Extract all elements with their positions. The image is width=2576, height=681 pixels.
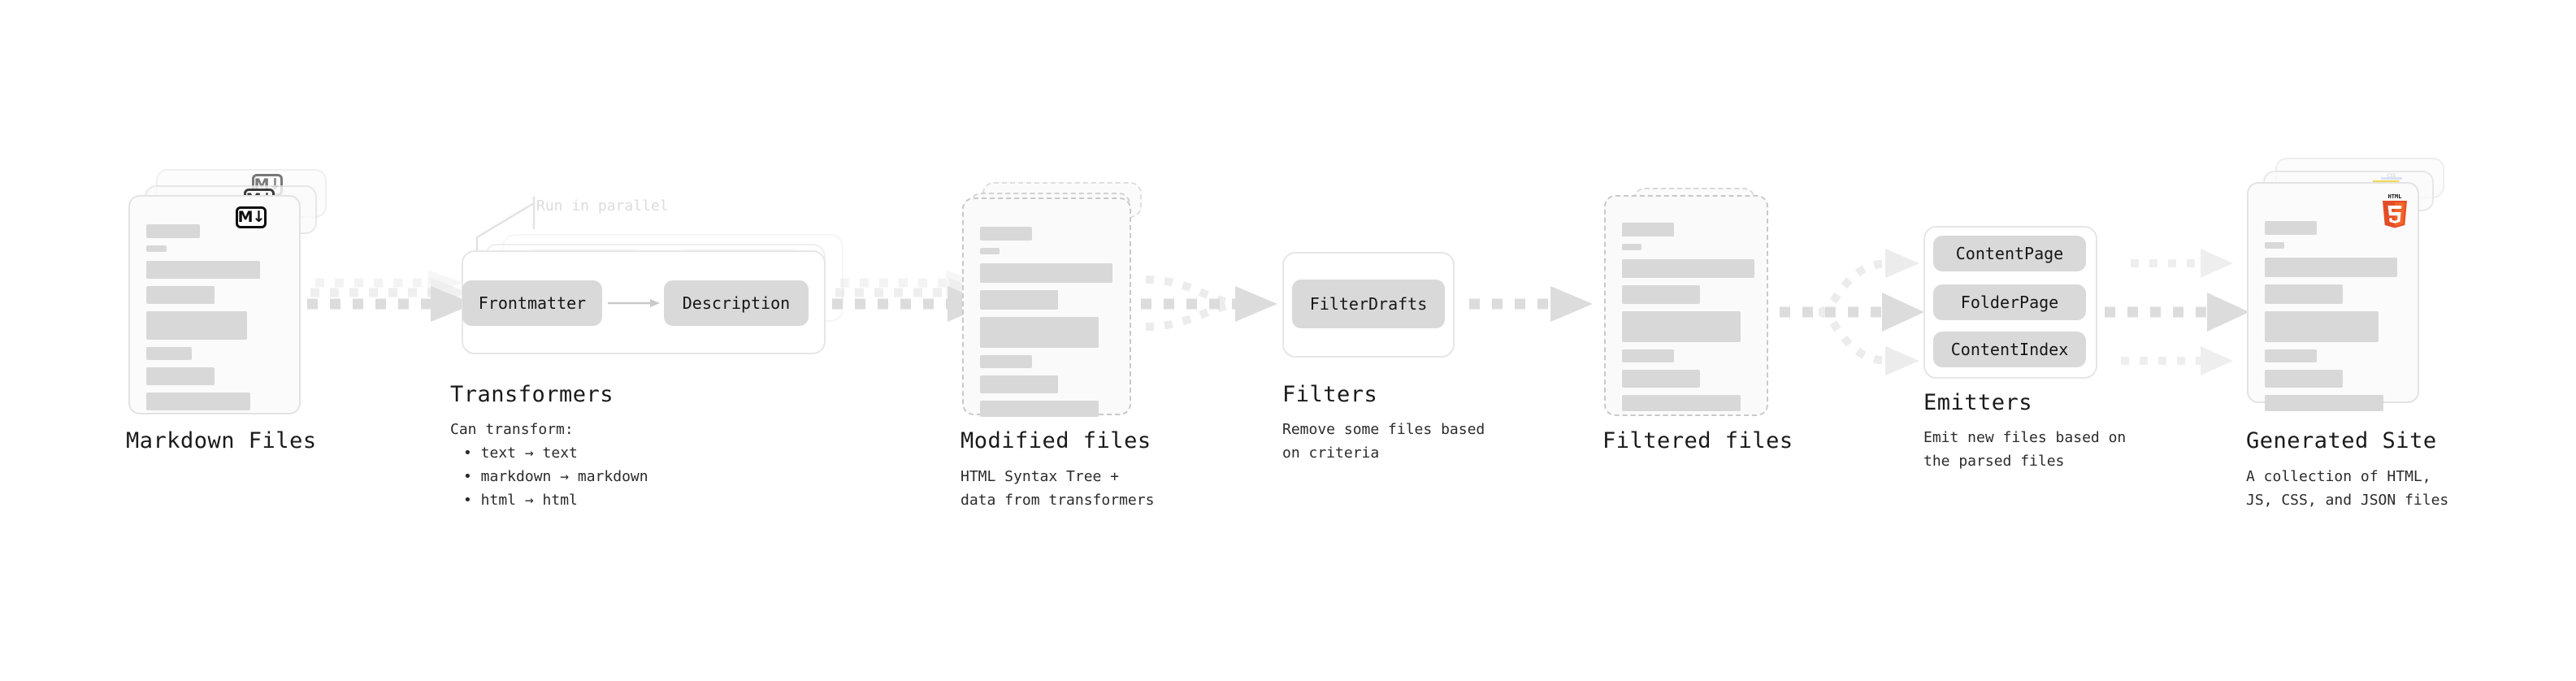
transformers-bullet-0: • text → text [463, 445, 578, 462]
generated-site-card-html [2247, 182, 2419, 411]
arrow-emitters-to-site [2105, 249, 2249, 375]
html5-logo-icon: HTML [2379, 192, 2410, 228]
generated-site-subtitle: A collection of HTML, JS, CSS, and JSON … [2246, 468, 2449, 509]
transformers-bullet-1: • markdown → markdown [463, 468, 648, 485]
filters-subtitle: Remove some files based on criteria [1282, 421, 1485, 462]
transformer-inner-arrow [608, 299, 660, 307]
filtered-file-card-front [1604, 195, 1768, 416]
generated-site-title: Generated Site [2246, 428, 2437, 453]
emitters-chip-contentpage[interactable]: ContentPage [1933, 236, 2086, 271]
arrow-markdown-to-transformers [307, 270, 475, 322]
arrow-modified-to-filters [1141, 275, 1277, 331]
run-in-parallel-label: Run in parallel [536, 197, 669, 215]
modified-files-title: Modified files [961, 428, 1151, 453]
markdown-files-title: Markdown Files [126, 428, 317, 453]
emitters-chip-folderpage[interactable]: FolderPage [1933, 284, 2086, 320]
filters-title: Filters [1282, 382, 1378, 407]
filtered-file-content [1622, 223, 1754, 419]
modified-file-card-front [962, 197, 1131, 417]
transformer-chip-description[interactable]: Description [664, 280, 809, 326]
filters-chip-filterdrafts-label: FilterDrafts [1309, 294, 1428, 314]
markdown-logo-text: M↓ [237, 208, 266, 226]
filters-chip-filterdrafts[interactable]: FilterDrafts [1292, 280, 1445, 328]
emitters-chip-contentindex-label: ContentIndex [1950, 340, 2069, 359]
transformer-chip-frontmatter-label: Frontmatter [478, 293, 587, 313]
emitters-subtitle: Emit new files based on the parsed files [1923, 429, 2127, 470]
arrow-filters-to-filtered [1469, 286, 1593, 322]
transformer-chip-frontmatter[interactable]: Frontmatter [462, 280, 602, 326]
transformer-chip-description-label: Description [682, 293, 791, 313]
emitters-title: Emitters [1923, 390, 2033, 415]
generated-site-content [2265, 221, 2403, 419]
markdown-file-content [146, 224, 284, 418]
transformers-subtitle: Can transform: [450, 421, 574, 438]
transformers-title: Transformers [450, 382, 614, 407]
emitters-chip-contentindex[interactable]: ContentIndex [1933, 332, 2086, 367]
emitters-chip-folderpage-label: FolderPage [1960, 293, 2059, 312]
filtered-files-title: Filtered files [1602, 428, 1793, 453]
transformers-bullets: • text → text • markdown → markdown • ht… [463, 441, 648, 512]
html5-logo-glyph: HTML [2383, 193, 2407, 228]
svg-text:HTML: HTML [2388, 193, 2402, 200]
markdown-file-card-front [128, 195, 301, 414]
arrow-filtered-to-emitters [1780, 249, 1924, 375]
modified-files-subtitle: HTML Syntax Tree + data from transformer… [961, 468, 1155, 509]
modified-file-content [980, 227, 1115, 424]
emitters-chip-contentpage-label: ContentPage [1955, 244, 2064, 263]
transformers-bullet-2: • html → html [463, 492, 578, 509]
markdown-logo-icon: M↓ [236, 206, 267, 228]
